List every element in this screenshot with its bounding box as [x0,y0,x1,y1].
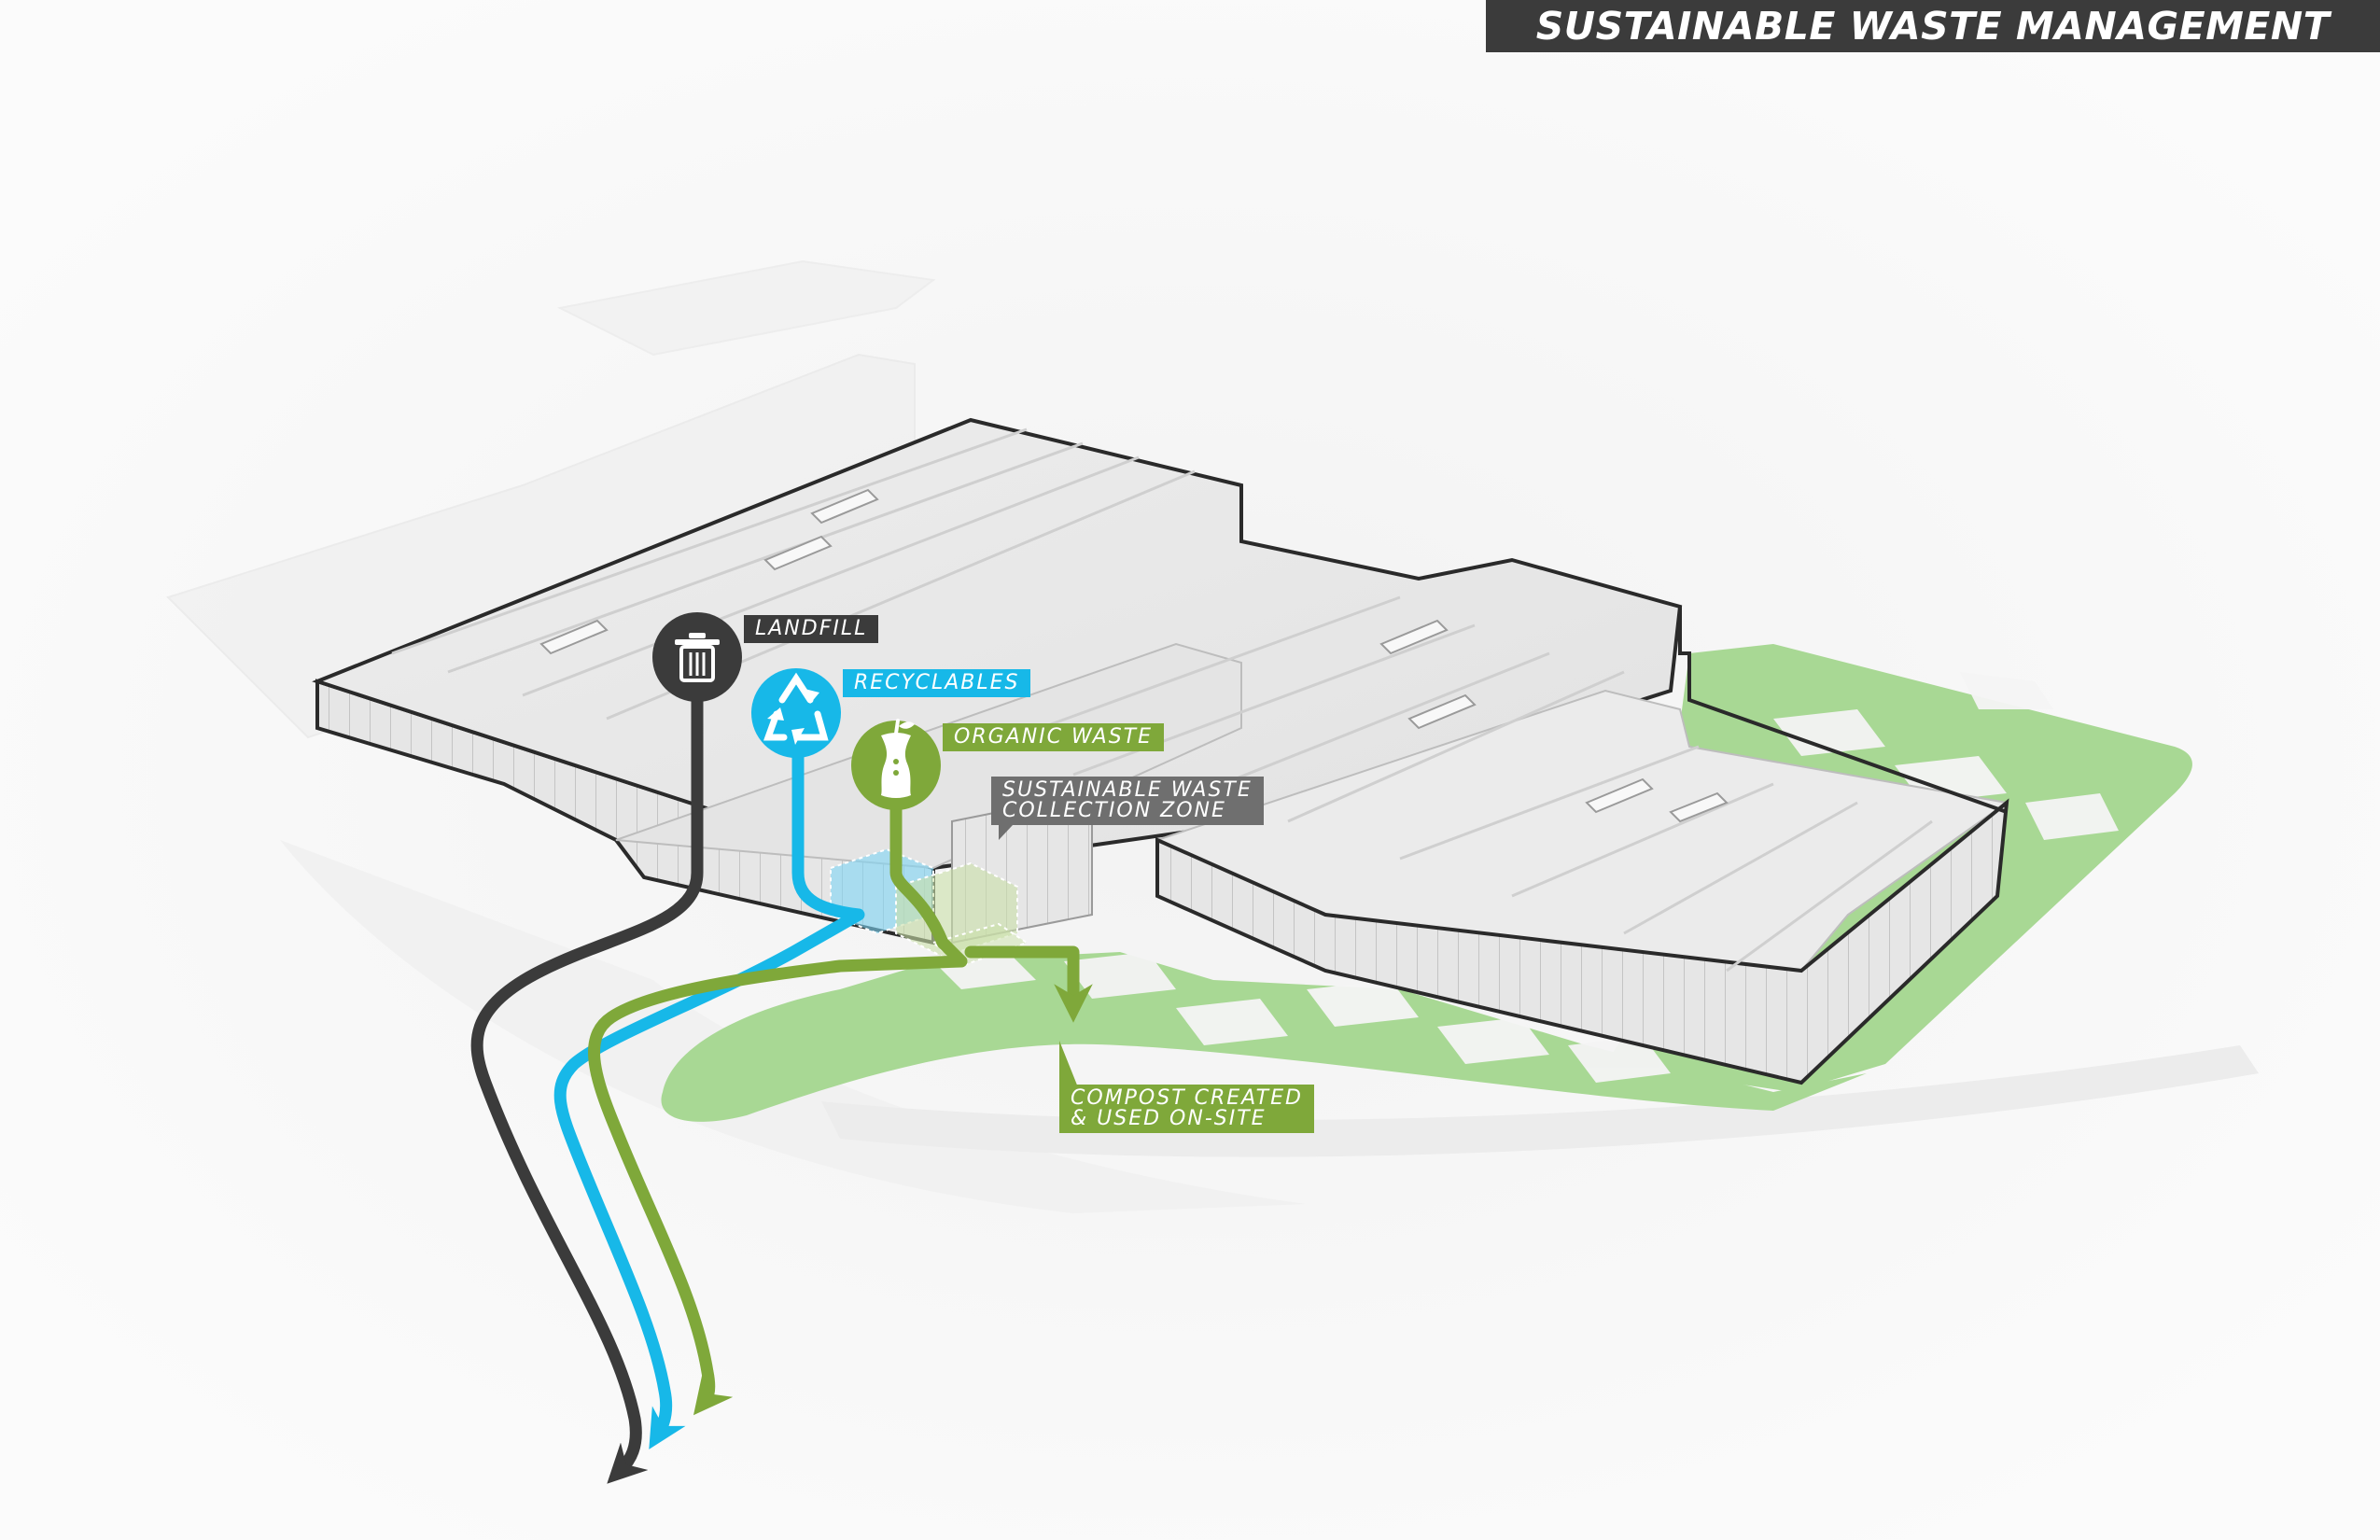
compost-flow-arrow [964,945,1093,1023]
collection-zone-box [830,791,1093,968]
organic-flow-arrow [588,789,968,1416]
skylights [539,488,1729,823]
building [312,417,2009,1085]
recyclables-label: RECYCLABLES [843,669,1031,697]
waste-flows [470,647,1093,1484]
landfill-label: LANDFILL [744,615,879,643]
organic-waste-label: ORGANIC WASTE [943,723,1165,751]
east-wing-facade [1155,798,2009,1085]
zone-label-pointer [999,825,1013,840]
recyclables-flow-arrow [553,731,865,1449]
compost-label-line1: COMPOST CREATED [1071,1086,1303,1110]
landfill-flow-arrow [470,647,704,1484]
diagram-title: SUSTAINABLE WASTE MANAGEMENT [1486,0,2380,52]
compost-label-line2: & USED ON-SITE [1071,1107,1267,1130]
compost-label-pointer [1059,1041,1078,1087]
compost-label: COMPOST CREATED & USED ON-SITE [1059,1085,1314,1133]
trash-can-icon [652,612,742,702]
collection-zone-label-line1: SUSTAINABLE WASTE [1002,778,1253,802]
recycle-icon [751,668,841,758]
collection-zone-label-line2: COLLECTION ZONE [1002,799,1226,822]
east-wing-outline [1678,607,2008,814]
collection-zone-label: SUSTAINABLE WASTE COLLECTION ZONE [991,777,1264,825]
roof-ridges [391,427,1933,973]
apple-core-icon [851,719,941,810]
